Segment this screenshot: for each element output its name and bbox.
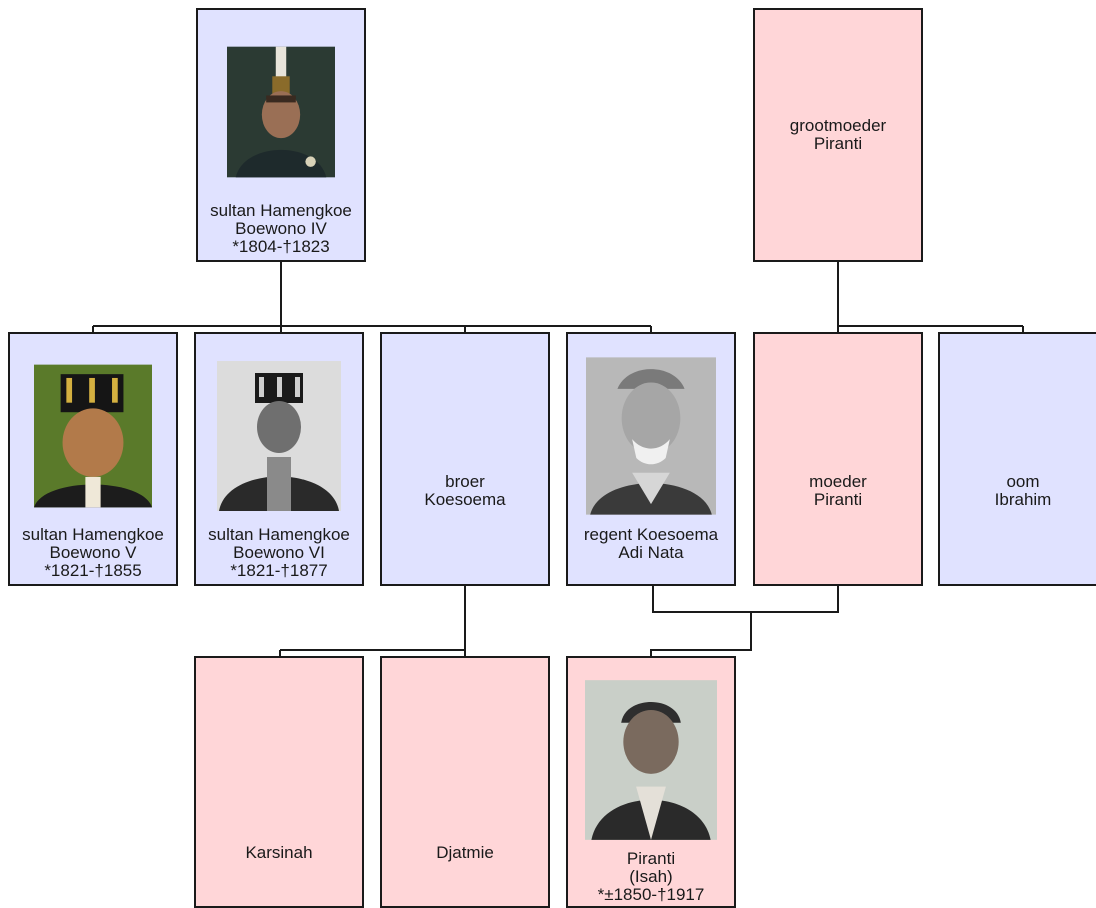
person-uncle: oom Ibrahim xyxy=(938,332,1096,586)
crowned-sultan-portrait-icon xyxy=(227,46,335,178)
label-line-2: Boewono VI xyxy=(233,543,325,562)
person-piranti: Piranti (Isah) *±1850-†1917 xyxy=(566,656,736,908)
label-line-1: Djatmie xyxy=(436,843,494,862)
label-line-2: Boewono V xyxy=(49,543,137,562)
woman-photo-icon xyxy=(585,680,717,840)
label-line-2: Ibrahim xyxy=(994,490,1052,509)
label-line-2: Piranti xyxy=(813,134,863,153)
person-grandmother: grootmoeder Piranti xyxy=(753,8,923,262)
label-line-1: Karsinah xyxy=(245,843,313,862)
label-line-1: broer xyxy=(445,472,485,491)
connector-broer-children xyxy=(279,586,466,658)
label-line-2: Piranti xyxy=(813,490,863,509)
label-line-2: Boewono IV xyxy=(235,219,327,238)
person-karsinah: Karsinah xyxy=(194,656,364,908)
sultan-portrait-icon xyxy=(34,364,152,508)
person-hb6: sultan Hamengkoe Boewono VI *1821-†1877 xyxy=(194,332,364,586)
label-line-1: grootmoeder xyxy=(789,116,887,135)
person-mother: moeder Piranti xyxy=(753,332,923,586)
label-line-1: Piranti xyxy=(626,849,676,868)
label-line-1: sultan Hamengkoe xyxy=(22,525,164,544)
label-line-3: *1804-†1823 xyxy=(232,237,330,256)
label-line-3: *1821-†1855 xyxy=(44,561,142,580)
label-line-2: Adi Nata xyxy=(618,543,684,562)
label-line-1: regent Koesoema xyxy=(583,525,719,544)
person-regent: regent Koesoema Adi Nata xyxy=(566,332,736,586)
connector-grandmother-children xyxy=(837,262,1024,334)
label-line-1: sultan Hamengkoe xyxy=(208,525,350,544)
label-line-1: moeder xyxy=(809,472,867,491)
person-djatmie: Djatmie xyxy=(380,656,550,908)
label-line-1: oom xyxy=(1006,472,1040,491)
person-hb4: sultan Hamengkoe Boewono IV *1804-†1823 xyxy=(196,8,366,262)
person-brother: broer Koesoema xyxy=(380,332,550,586)
sultan-photo-icon xyxy=(217,361,341,511)
label-line-1: sultan Hamengkoe xyxy=(210,201,352,220)
label-line-3: *±1850-†1917 xyxy=(597,885,705,904)
person-hb5: sultan Hamengkoe Boewono V *1821-†1855 xyxy=(8,332,178,586)
connector-parents-piranti xyxy=(650,586,839,658)
label-line-2: Koesoema xyxy=(424,490,506,509)
regent-photo-icon xyxy=(586,357,716,515)
label-line-2: (Isah) xyxy=(629,867,673,886)
label-line-3: *1821-†1877 xyxy=(230,561,328,580)
connector-hb4-children xyxy=(92,262,652,334)
